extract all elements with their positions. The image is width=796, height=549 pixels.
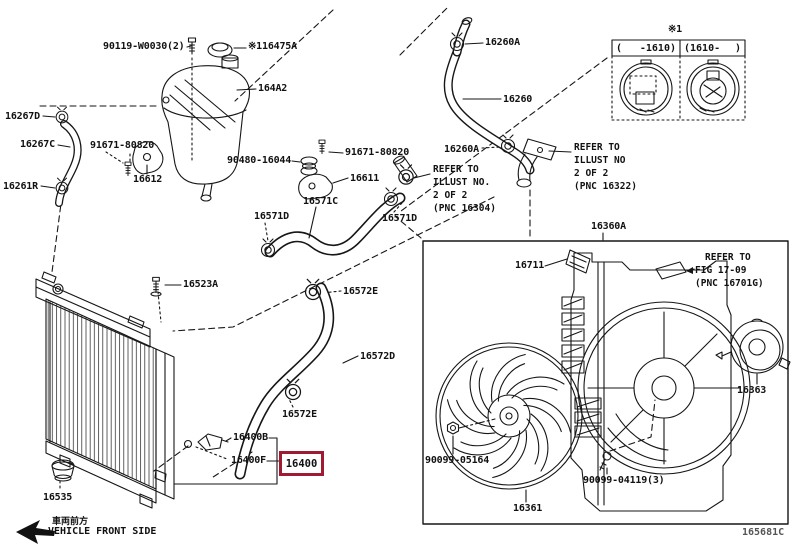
note-line: (PNC 16322) — [574, 181, 637, 192]
highlighted-part-callout-16400: 16400 — [279, 451, 324, 476]
inset-range-label: (1610- — [684, 43, 721, 54]
part-label-16611: 16611 — [350, 173, 380, 184]
radiator-drawing — [35, 271, 175, 509]
cap-variant-early-icon — [619, 59, 673, 116]
fan-16361-drawing — [435, 342, 583, 490]
note-line: ILLUST NO. — [433, 177, 491, 188]
cap-variant-late-icon — [686, 59, 740, 116]
note-refer-illust-pnc16322: REFER TO ILLUST NO 2 OF 2 (PNC 16322) — [574, 141, 637, 193]
bracket-16612-drawing — [124, 141, 164, 177]
part-label-16711: 16711 — [515, 260, 545, 271]
part-label-16267c: 16267C — [20, 139, 55, 150]
vehicle-front-label-en: VEHICLE FRONT SIDE — [48, 526, 157, 537]
part-label-16572d: 16572D — [360, 351, 395, 362]
vehicle-front-arrow-icon — [16, 520, 55, 544]
part-label-16267d: 16267D — [5, 111, 40, 122]
note-line: REFER TO — [433, 164, 479, 175]
bolt-91671-left-icon — [124, 161, 132, 177]
construction-lines — [39, 7, 656, 492]
shroud-16711-drawing — [561, 249, 751, 512]
vehicle-front-label-jp: 車両前方 — [52, 517, 89, 527]
reservoir-tank-drawing — [161, 37, 251, 202]
part-label-90099-05164: 90099-05164 — [425, 455, 490, 466]
part-label-16260: 16260 — [503, 94, 533, 105]
note-refer-fig-17-09: REFER TO FIG 17-09 (PNC 16701G) — [695, 251, 764, 290]
hose-16571c-drawing — [264, 192, 406, 258]
paren-open: ( — [616, 43, 623, 54]
part-label-90480-16044: 90480-16044 — [227, 155, 292, 166]
note-line: 2 OF 2 — [574, 168, 609, 179]
part-label-16572e-2: 16572E — [282, 409, 317, 420]
bolt-91671-right-icon — [318, 139, 326, 155]
bracket-16611-drawing — [298, 139, 333, 200]
water-inlet-drawing — [516, 138, 557, 188]
part-label-16360a: 16360A — [591, 221, 626, 232]
o-ring-16400f-icon — [183, 439, 193, 449]
part-label-91671-left: 91671-80820 — [90, 140, 155, 151]
support-16535-drawing — [51, 459, 75, 482]
part-label-16261r: 16261R — [3, 181, 38, 192]
part-label-164a2: 164A2 — [258, 83, 288, 94]
part-label-16572e-1: 16572E — [343, 286, 378, 297]
hose-16267c-drawing — [55, 120, 82, 207]
part-label-16400: 16400 — [285, 457, 318, 470]
part-label-16400b: 16400B — [233, 432, 268, 443]
part-label-91671-right: 91671-80820 — [345, 147, 410, 158]
hose-16260-drawing — [443, 17, 535, 175]
part-label-116475a: ※116475A — [248, 41, 297, 52]
note-refer-illust-pnc16304: REFER TO ILLUST NO. 2 OF 2 (PNC 16304) — [433, 163, 496, 215]
leader-lines — [40, 42, 758, 503]
shroud-connector-stack — [561, 296, 585, 374]
fan-assembly-box — [422, 240, 789, 525]
part-label-16535: 16535 — [43, 492, 73, 503]
note-line: 2 OF 2 — [433, 190, 468, 201]
reservoir-cap-icon — [207, 42, 233, 58]
part-label-16361: 16361 — [513, 503, 543, 514]
bolt-16523a-drawing — [150, 276, 162, 297]
note-line: FIG 17-09 — [695, 265, 747, 276]
note-line: (PNC 16304) — [433, 203, 496, 214]
part-label-16400f: 16400F — [231, 455, 266, 466]
note-line: (PNC 16701G) — [695, 278, 764, 289]
part-label-16571d-2: 16571D — [382, 213, 417, 224]
motor-16363-drawing — [715, 318, 791, 374]
note-line: REFER TO — [705, 252, 751, 263]
inset-column-header-after-1610: (1610- ) — [680, 41, 745, 56]
nut-90099-05164-drawing — [446, 421, 460, 435]
shroud-lower-bracket — [574, 397, 602, 438]
screw-90099-04119-drawing — [599, 451, 612, 471]
part-label-16612: 16612 — [133, 174, 163, 185]
inset-variant-box — [611, 39, 746, 121]
part-label-16571d-1: 16571D — [254, 211, 289, 222]
part-label-90119-w0030: 90119-W0030(2) — [103, 41, 185, 52]
inset-variant-marker: ※1 — [668, 24, 682, 35]
note-line: ILLUST NO — [574, 155, 626, 166]
part-label-16523a: 16523A — [183, 279, 218, 290]
figure-code: 165681C — [742, 527, 785, 538]
inset-range-label: -1610) — [639, 43, 676, 54]
hose-16572d-drawing — [234, 282, 335, 480]
clamp-16267d-icon — [55, 106, 69, 124]
inset-column-header-before-1610: ( -1610) — [612, 41, 680, 56]
part-label-90099-04119: 90099-04119(3) — [583, 475, 665, 486]
note-line: REFER TO — [574, 142, 620, 153]
grommet-90480-icon — [300, 156, 318, 166]
paren-close: ) — [734, 43, 741, 54]
part-label-16571c: 16571C — [303, 196, 338, 207]
part-label-16363: 16363 — [737, 385, 767, 396]
part-label-16260a-1: 16260A — [485, 37, 520, 48]
refer-plate-icon — [655, 261, 687, 280]
part-label-16260a-2: 16260A — [444, 144, 479, 155]
drain-cock-drawing — [183, 433, 229, 451]
